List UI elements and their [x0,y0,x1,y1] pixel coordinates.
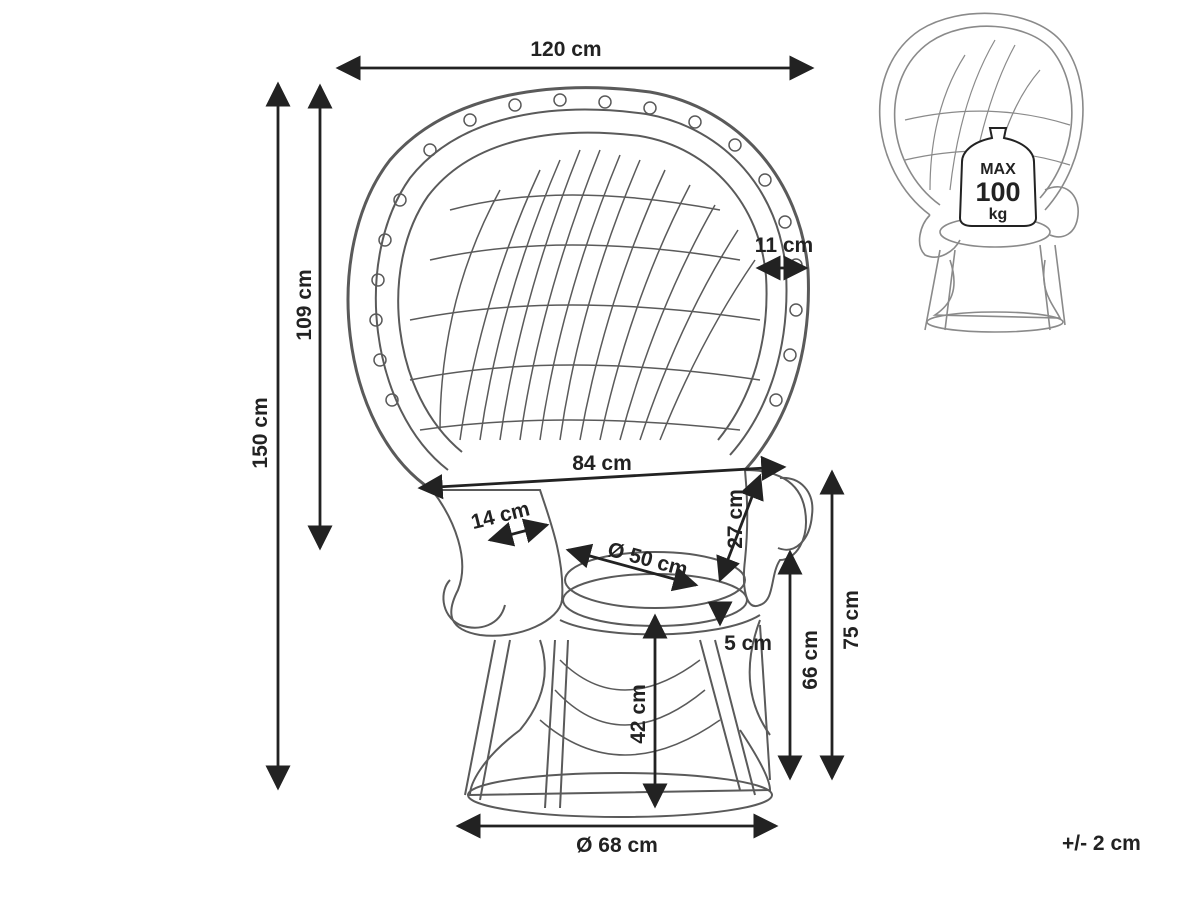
arrow-armrest-width [487,518,550,547]
pedestal-flare [468,729,772,797]
backrest-inner-rim-2 [397,131,768,453]
badge-kg: kg [989,206,1008,223]
label-armrest-height: 27 cm [724,489,747,549]
label-seat-height: 66 cm [799,630,822,690]
backrest-inner-rim [374,108,788,471]
weight-icon [958,127,1038,227]
label-armrest-width: 14 cm [469,497,532,534]
left-armrest [429,489,564,637]
label-cushion-thickness: 5 cm [724,632,772,655]
label-seat-height-frame: 42 cm [627,684,650,744]
arrow-armrest-height [716,473,764,583]
backrest-outer-rim [346,86,810,492]
label-overall-height: 150 cm [249,397,272,468]
leg-right-2 [759,624,771,781]
label-back-height: 109 cm [293,269,316,340]
fan-pattern [409,149,761,441]
leg-mid [544,639,569,809]
max-load-badge: MAX 100 kg [958,127,1038,227]
badge-100: 100 [975,177,1020,207]
dimension-labels: 120 cm 150 cm 109 cm 11 cm 84 cm 14 cm 2… [249,38,863,857]
dimension-lines [265,55,845,839]
arrow-inner-width [417,455,787,500]
label-overall-width: 120 cm [530,38,601,61]
label-rim-width: 11 cm [755,234,813,257]
arrow-seat-diameter [565,543,699,592]
thumbnail-chair [878,12,1084,333]
label-inner-width: 84 cm [572,452,632,475]
tolerance-note: +/- 2 cm [1062,832,1141,855]
leg-left [464,639,511,801]
label-base-diameter: Ø 68 cm [576,834,658,857]
badge-max: MAX [980,161,1016,178]
right-armrest-roll [777,476,814,551]
pedestal-column [519,619,771,736]
rim-beads [369,93,803,407]
base-weave [539,659,721,756]
left-armrest-roll [442,579,506,629]
leg-right [699,639,756,796]
label-armrest-floor-height: 75 cm [840,590,863,650]
chair-drawing [346,86,814,818]
